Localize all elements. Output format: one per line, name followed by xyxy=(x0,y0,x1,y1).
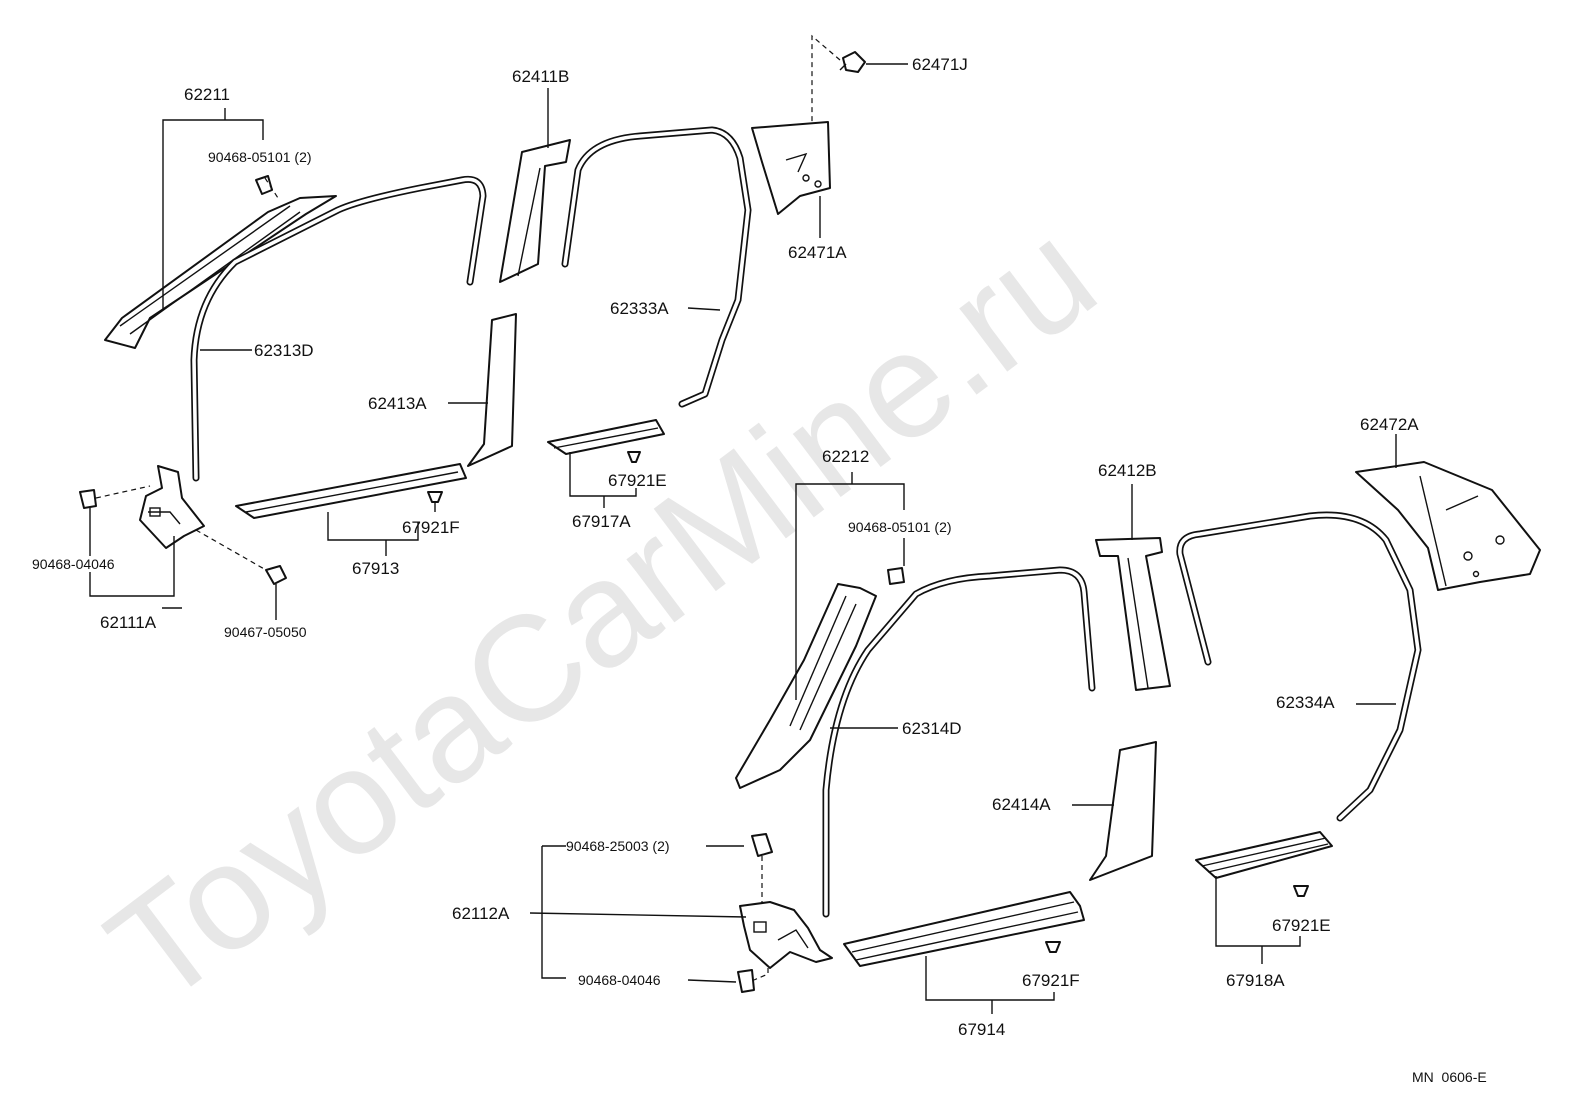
label-67921E-b: 67921E xyxy=(1272,916,1331,935)
center-pillar-upper-62412B xyxy=(1095,537,1171,691)
quarter-garnish-62471A xyxy=(751,121,831,215)
scuff-plate-67917A xyxy=(547,419,665,455)
front-pillar-garnish-62211 xyxy=(104,175,337,349)
leader-90468-04046-b xyxy=(687,979,737,983)
label-67914: 67914 xyxy=(958,1020,1005,1039)
leader-62211 xyxy=(162,119,264,310)
label-62471A: 62471A xyxy=(788,243,847,262)
label-90468-25003: 90468-25003 (2) xyxy=(566,838,670,854)
front-pillar-garnish-62212 xyxy=(735,567,905,789)
clip-67921E-b xyxy=(1293,885,1309,897)
label-62211: 62211 xyxy=(184,85,230,104)
label-62414A: 62414A xyxy=(992,795,1051,814)
label-62314D: 62314D xyxy=(902,719,962,738)
label-67917A: 67917A xyxy=(572,512,631,531)
scuff-plate-67913 xyxy=(235,463,467,519)
label-62111A: 62111A xyxy=(100,613,157,632)
dash-62471J xyxy=(811,34,841,150)
leader-62112A xyxy=(529,912,747,918)
label-90468-04046-b: 90468-04046 xyxy=(578,972,661,988)
clip-62471J xyxy=(839,51,866,73)
rear-door-opening-trim-62333A xyxy=(561,126,752,408)
leader-67914 xyxy=(925,956,1055,1001)
center-pillar-lower-62414A xyxy=(1089,741,1157,881)
watermark-text: ToyotaCarMine.ru xyxy=(78,189,1125,1036)
footer-code: MN 0606-E xyxy=(1412,1069,1487,1085)
label-62112A: 62112A xyxy=(452,904,510,923)
leader-62111A xyxy=(89,536,175,597)
label-67921F-b: 67921F xyxy=(1022,971,1080,990)
leader-67918A xyxy=(1215,876,1301,947)
rear-door-opening-trim-62334A xyxy=(1176,511,1422,822)
label-67921E-a: 67921E xyxy=(608,471,667,490)
center-pillar-upper-62411B xyxy=(499,139,571,283)
label-62472A: 62472A xyxy=(1360,415,1419,434)
dash-90467-05050 xyxy=(195,529,267,571)
label-62413A: 62413A xyxy=(368,394,427,413)
clip-90468-04046-b xyxy=(737,969,755,993)
quarter-garnish-62472A xyxy=(1355,461,1541,591)
leader-67913 xyxy=(327,512,419,541)
label-62313D: 62313D xyxy=(254,341,314,360)
label-62333A: 62333A xyxy=(610,299,669,318)
label-62212: 62212 xyxy=(822,447,869,466)
scuff-plate-67914 xyxy=(843,891,1085,967)
clip-67921F-b xyxy=(1045,941,1061,953)
clip-90468-04046-a xyxy=(79,489,97,509)
label-62411B: 62411B xyxy=(512,67,569,86)
center-pillar-lower-62413A xyxy=(467,313,517,467)
dash-90468-04046-a xyxy=(95,485,151,499)
label-67921F-a: 67921F xyxy=(402,518,460,537)
cowl-side-trim-62112A xyxy=(739,901,833,969)
leader-67917A xyxy=(569,452,637,497)
leader-62112A-bracket xyxy=(541,845,566,979)
label-90468-05101-b: 90468-05101 (2) xyxy=(848,519,952,535)
door-opening-trim-62314D xyxy=(822,566,1096,918)
dash-90468-04046-b xyxy=(753,968,769,981)
label-90468-04046-a: 90468-04046 xyxy=(32,556,115,572)
scuff-plate-67918A xyxy=(1195,831,1333,879)
leader-62212 xyxy=(795,483,905,700)
door-opening-trim-62313D xyxy=(190,175,487,482)
leader-90468-05101-a xyxy=(264,177,279,199)
clip-90468-25003 xyxy=(751,833,773,857)
label-67918A: 67918A xyxy=(1226,971,1285,990)
label-62412B: 62412B xyxy=(1098,461,1157,480)
label-62471J: 62471J xyxy=(912,55,968,74)
leader-62333A xyxy=(687,307,721,311)
label-67913: 67913 xyxy=(352,559,399,578)
label-90468-05101-a: 90468-05101 (2) xyxy=(208,149,312,165)
label-62334A: 62334A xyxy=(1276,693,1335,712)
nut-90467-05050 xyxy=(265,565,287,585)
clip-67921F-a xyxy=(427,491,443,512)
cowl-side-trim-62111A xyxy=(139,465,205,549)
clip-67921E-a xyxy=(627,451,641,463)
label-90467-05050: 90467-05050 xyxy=(224,624,307,640)
